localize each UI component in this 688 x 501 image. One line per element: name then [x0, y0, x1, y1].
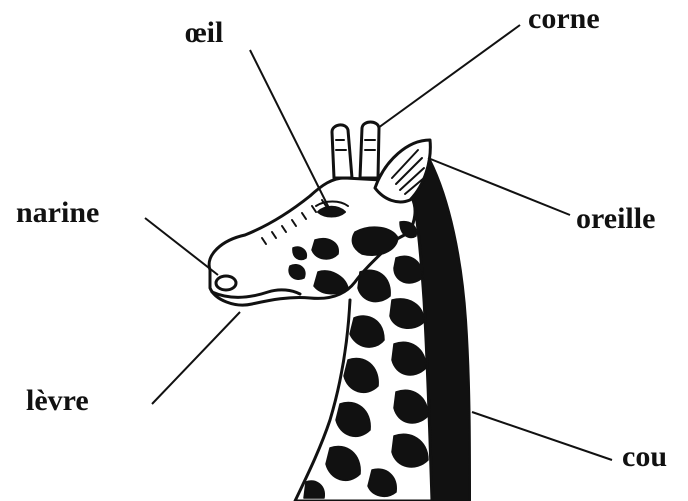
label-cou: cou — [622, 440, 667, 473]
leader-line-cou — [472, 412, 612, 460]
label-oeil: œil — [185, 16, 223, 49]
label-oreille: oreille — [576, 202, 655, 235]
label-corne: corne — [528, 2, 600, 35]
leader-line-levre — [152, 312, 240, 404]
eye — [318, 207, 345, 217]
spot — [312, 239, 338, 259]
leader-line-narine — [145, 218, 218, 275]
giraffe-illustration — [209, 122, 470, 501]
horn-left — [332, 125, 352, 178]
leader-line-corne — [378, 25, 520, 128]
label-levre: lèvre — [26, 384, 89, 417]
leader-line-oreille — [428, 158, 570, 215]
nostril — [216, 276, 236, 290]
leader-line-oeil — [250, 50, 330, 210]
spot — [289, 265, 305, 280]
label-narine: narine — [16, 196, 99, 229]
